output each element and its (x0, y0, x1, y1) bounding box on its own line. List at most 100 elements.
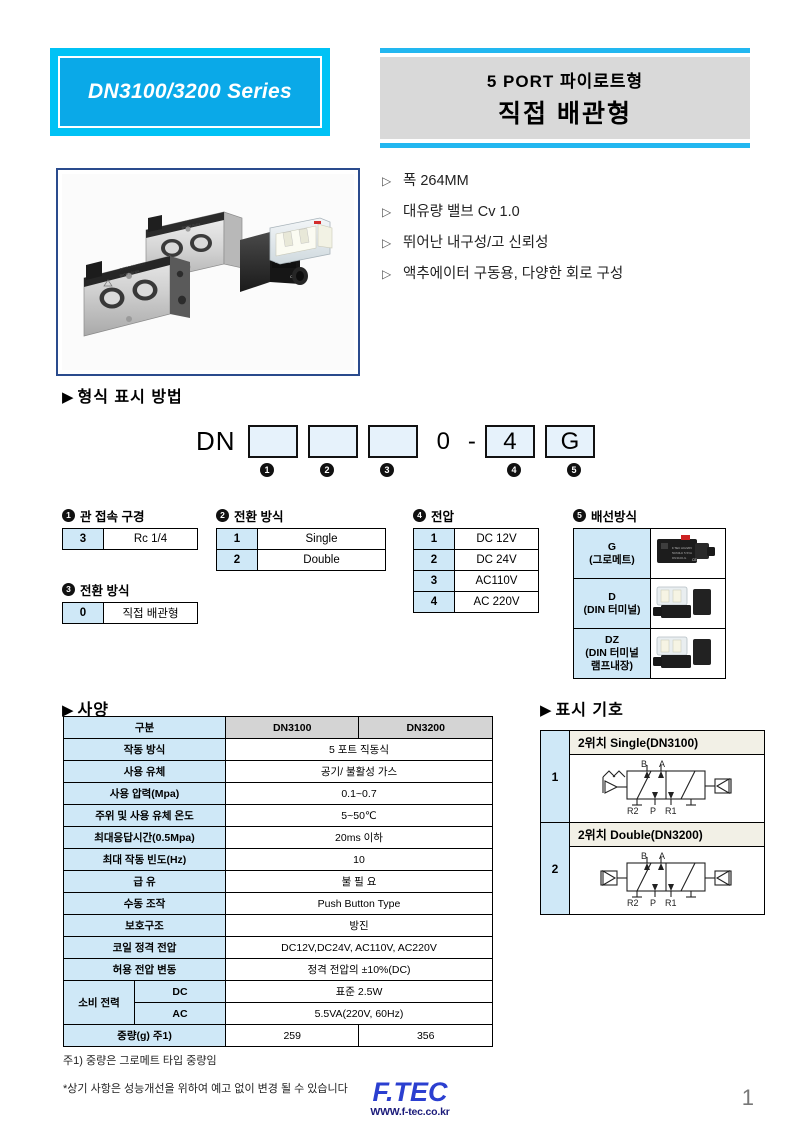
legend-title-label: 전환 방식 (234, 510, 284, 524)
spec-value: 방진 (225, 914, 493, 937)
table-row: B A R2 P R1 (541, 754, 765, 823)
spec-col-header-2: DN3200 (358, 716, 493, 739)
legend-title: 5 배선방식 (573, 506, 726, 525)
legend-key: 2 (413, 549, 455, 571)
legend-title-label: 관 접속 구경 (80, 510, 145, 524)
table-row: 0 직접 배관형 (62, 602, 198, 624)
legend-wiring-method: 5 배선방식 G (그로메트) F.TEC AC220V 50/60Hz 5.5… (573, 506, 726, 679)
model-code-box-2[interactable] (307, 425, 358, 458)
model-code-box-3[interactable] (367, 425, 418, 458)
feature-item: ▷ 폭 264MM (382, 172, 742, 190)
spec-power-label: 소비 전력 (63, 980, 135, 1025)
spec-power-ac-value: 5.5VA(220V, 60Hz) (225, 1002, 493, 1025)
legend-key: 2 (216, 549, 258, 571)
spec-value: 0.1~0.7 (225, 782, 493, 805)
spec-label: 최대응답시간(0.5Mpa) (63, 826, 226, 849)
spec-value: Push Button Type (225, 892, 493, 915)
symbols-table-wrap: 1 2위치 Single(DN3100) (540, 730, 765, 915)
title-subtitle: 5 PORT 파이로트형 (486, 71, 644, 91)
model-code-marker-5: 5 (567, 463, 581, 477)
feature-item: ▷ 대유량 밸브 Cv 1.0 (382, 203, 742, 221)
svg-text:R1: R1 (665, 806, 677, 815)
table-header-row: 구분 DN3100 DN3200 (63, 716, 493, 739)
legend-key: 3 (62, 528, 104, 550)
table-row: 1 Single (216, 528, 386, 550)
feature-label: 대유량 밸브 Cv 1.0 (403, 204, 520, 220)
triangle-bullet-icon: ▷ (382, 205, 392, 219)
legend-voltage: 4 전압 1 DC 12V 2 DC 24V 3 AC110V 4 AC 220… (413, 506, 539, 613)
wiring-image-din-lamp (650, 628, 726, 679)
legend-title: 4 전압 (413, 506, 539, 525)
spec-heading-label: 사양 (77, 702, 109, 719)
product-photo: F.TEC DN3100 5PORT Rc1/4 F.TEC AC220V 50… (62, 174, 354, 370)
spec-value: 불 필 요 (225, 870, 493, 893)
legend-key: 1 (413, 528, 455, 550)
legend-table: 1 DC 12V 2 DC 24V 3 AC110V 4 AC 220V (413, 528, 539, 613)
spec-label: 허용 전압 변동 (63, 958, 226, 981)
legend-key: 0 (62, 602, 104, 624)
spec-value: 5~50℃ (225, 804, 493, 827)
valve-symbol-double-icon: B A R2 P R1 (600, 851, 732, 908)
spec-value: DC12V,DC24V, AC110V, AC220V (225, 936, 493, 959)
legend-switching-type: 2 전환 방식 1 Single 2 Double (216, 506, 386, 571)
spec-label: 보호구조 (63, 914, 226, 937)
page-number: 1 (741, 1085, 754, 1110)
grommet-connector-icon: F.TEC AC220V 50/60Hz 5.5VA DN3100-G CE (657, 535, 715, 563)
product-photo-frame: F.TEC DN3100 5PORT Rc1/4 F.TEC AC220V 50… (56, 168, 360, 376)
legend-value: DC 12V (454, 528, 539, 550)
symbol-diagram-double: B A R2 P R1 (569, 846, 765, 915)
symbol-caption: 2위치 Single(DN3100) (569, 730, 765, 755)
din-terminal-icon (653, 586, 711, 618)
model-code-zero: 0 (436, 427, 450, 455)
model-code-marker-1: 1 (260, 463, 274, 477)
legend-key: 3 (413, 570, 455, 592)
title-block: 5 PORT 파이로트형 직접 배관형 (380, 48, 750, 148)
legend-title: 3 전환 방식 (62, 580, 198, 599)
model-code-box-5[interactable]: G (544, 425, 595, 458)
solenoid-valve-illustration: F.TEC DN3100 5PORT Rc1/4 F.TEC AC220V 50… (83, 211, 333, 337)
spec-label: 작동 방식 (63, 738, 226, 761)
spec-label: 코일 정격 전압 (63, 936, 226, 959)
wiring-image-grommet: F.TEC AC220V 50/60Hz 5.5VA DN3100-G CE (650, 528, 726, 579)
spec-value: 10 (225, 848, 493, 871)
legend-marker-3: 3 (62, 583, 75, 596)
table-row: 사용 압력(Mpa)0.1~0.7 (63, 782, 493, 805)
feature-label: 뛰어난 내구성/고 신뢰성 (403, 235, 549, 251)
wiring-code-cell: D (DIN 터미널) (573, 578, 651, 629)
svg-text:F.TEC DN3100: F.TEC DN3100 (181, 216, 204, 225)
table-row: G (그로메트) F.TEC AC220V 50/60Hz 5.5VA DN31… (573, 528, 726, 579)
legend-value: Single (257, 528, 386, 550)
spec-value: 20ms 이하 (225, 826, 493, 849)
feature-item: ▷ 뛰어난 내구성/고 신뢰성 (382, 234, 742, 252)
table-row: 최대응답시간(0.5Mpa)20ms 이하 (63, 826, 493, 849)
feature-label: 액추에이터 구동용, 다양한 회로 구성 (403, 266, 624, 282)
model-code-box-4[interactable]: 4 (484, 425, 535, 458)
model-code-heading: ▶형식 표시 방법 (62, 383, 183, 407)
spec-weight-label: 중량(g) 주1) (63, 1024, 226, 1047)
model-code-marker-3: 3 (380, 463, 394, 477)
din-terminal-lamp-icon (653, 636, 711, 668)
series-badge: DN3100/3200 Series (50, 48, 330, 136)
legend-port-size: 1 관 접속 구경 3 Rc 1/4 (62, 506, 198, 550)
spec-label: 사용 유체 (63, 760, 226, 783)
legend-table: 0 직접 배관형 (62, 602, 198, 624)
spec-heading: ▶사양 (62, 696, 109, 720)
model-code-box-1[interactable] (247, 425, 298, 458)
svg-text:R2: R2 (627, 806, 639, 815)
wiring-code: G (607, 540, 617, 553)
model-code-row: DN 0 - 4 G (196, 425, 605, 458)
spec-value: 5 포트 직동식 (225, 738, 493, 761)
spec-power-ac-label: AC (134, 1002, 226, 1025)
section-marker-icon: ▶ (62, 702, 75, 719)
svg-text:5PORT Rc1/4: 5PORT Rc1/4 (181, 222, 200, 230)
legend-title-label: 전압 (431, 510, 455, 524)
table-row: 3 AC110V (413, 570, 539, 592)
title-band-top (380, 48, 750, 53)
model-code-heading-label: 형식 표시 방법 (77, 389, 183, 406)
svg-text:P: P (650, 806, 656, 815)
